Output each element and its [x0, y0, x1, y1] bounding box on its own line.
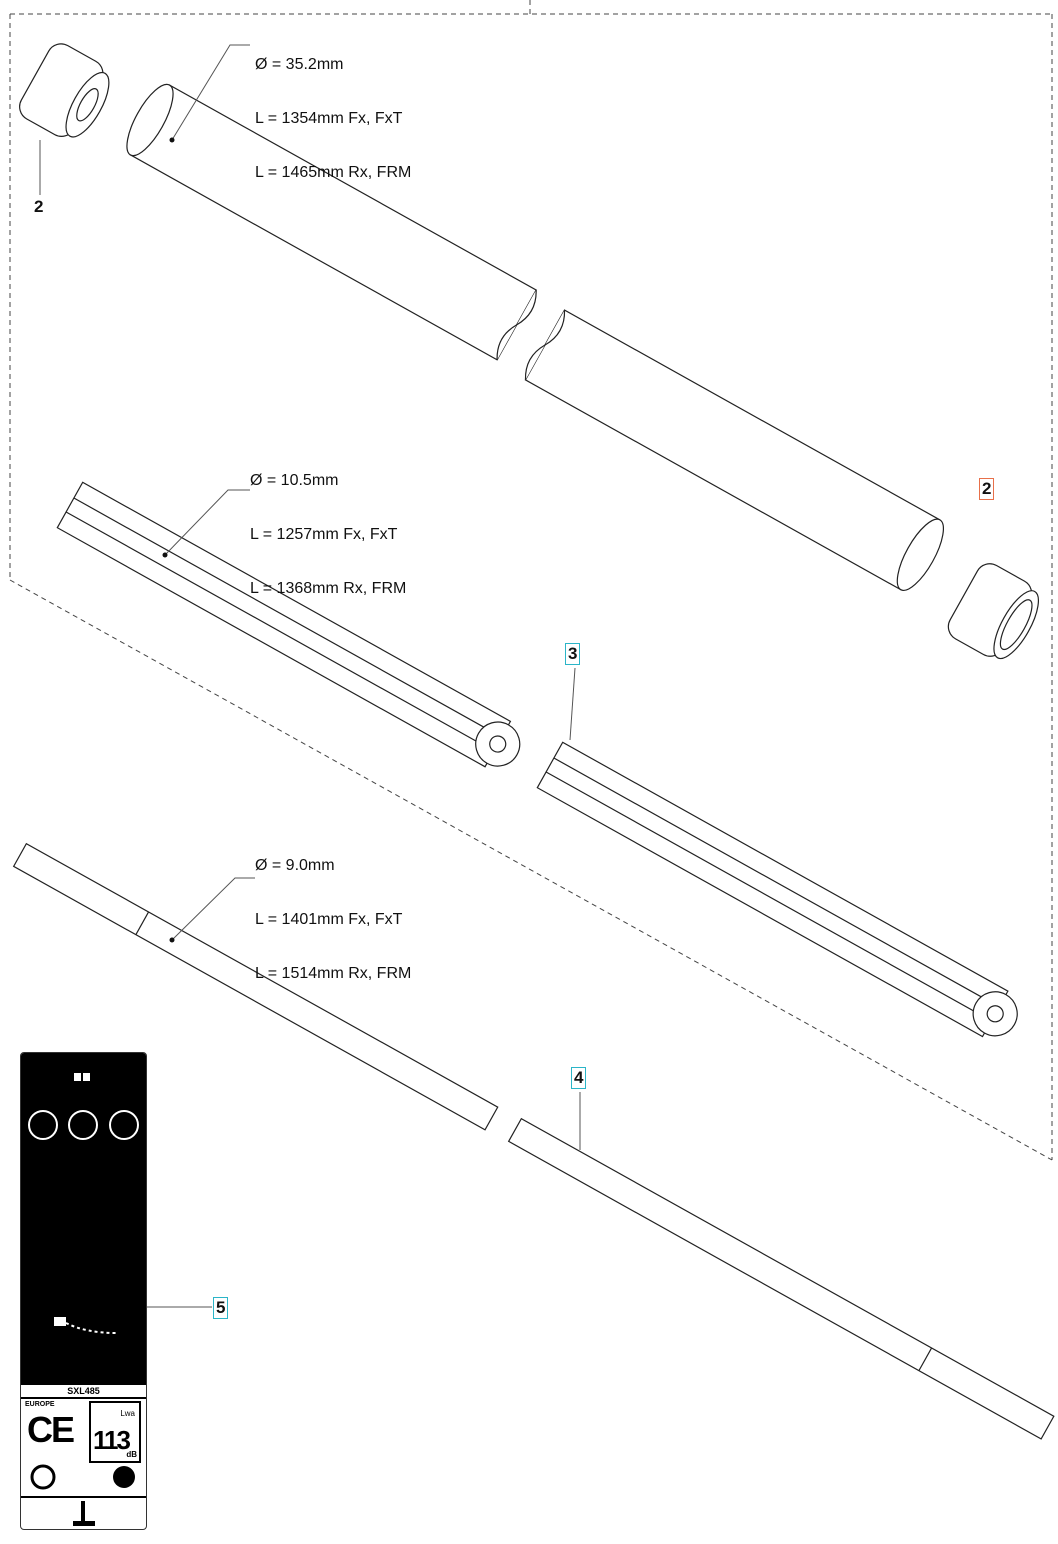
sound-level-value: 113 — [93, 1425, 131, 1455]
gs-mark-icon — [113, 1466, 135, 1488]
manual-icon — [74, 1073, 81, 1081]
drive-tube-part-2 — [536, 741, 1018, 1038]
spec-diameter: Ø = 10.5mm — [250, 472, 339, 489]
callout-2-end-cap[interactable]: 2 — [34, 197, 44, 216]
pct-mark-icon — [30, 1464, 56, 1490]
spec-length-fx: L = 1401mm Fx, FxT — [255, 911, 403, 928]
gloves-icon — [68, 1110, 98, 1140]
sound-level-badge: Lwa 113 dB — [89, 1401, 141, 1463]
warning-icons — [28, 1073, 139, 1334]
shaft-part-2 — [507, 1117, 1055, 1440]
boots-icon — [109, 1110, 139, 1140]
assembly-boundary — [9, 0, 1053, 1161]
spec-diameter: Ø = 9.0mm — [255, 857, 335, 874]
rotation-arrow-icon — [65, 1322, 117, 1334]
spec-length-fx: L = 1354mm Fx, FxT — [255, 110, 403, 127]
callout-2-end-cap-highlight[interactable]: 2 — [979, 478, 995, 500]
spec-diameter: Ø = 35.2mm — [255, 56, 344, 73]
outer-tube-part-2 — [524, 309, 944, 591]
spec-length-rx: L = 1465mm Rx, FRM — [255, 164, 412, 181]
outer-tube-part-1 — [126, 83, 537, 361]
sound-label: Lwa — [120, 1409, 135, 1418]
drive-tube-specs: Ø = 10.5mm L = 1257mm Fx, FxT L = 1368mm… — [250, 436, 406, 616]
callout-4-shaft[interactable]: 4 — [571, 1067, 587, 1089]
callout-5-decal[interactable]: 5 — [213, 1297, 229, 1319]
callout-3-drive-tube[interactable]: 3 — [565, 643, 581, 665]
outer-tube-specs: Ø = 35.2mm L = 1354mm Fx, FxT L = 1465mm… — [255, 20, 411, 200]
drive-tube-part-1 — [56, 481, 521, 768]
decal-warning-panel — [21, 1053, 146, 1385]
shaft-part-1 — [12, 842, 499, 1131]
shaft-specs: Ø = 9.0mm L = 1401mm Fx, FxT L = 1514mm … — [255, 821, 411, 1001]
leader-lines — [39, 44, 581, 1308]
hearing-protection-icon — [28, 1110, 58, 1140]
spec-length-rx: L = 1514mm Rx, FRM — [255, 965, 412, 982]
decal-region: EUROPE — [25, 1401, 55, 1408]
end-cap-top — [19, 43, 110, 138]
sound-level-unit: dB — [126, 1450, 137, 1459]
end-cap-bottom — [947, 563, 1039, 660]
certification-marks — [21, 1464, 146, 1526]
ce-mark-icon: CE — [27, 1409, 75, 1450]
decal-label: SXL485 EUROPE CE Lwa 113 dB — [20, 1052, 147, 1530]
decal-model: SXL485 — [21, 1385, 146, 1399]
spec-length-rx: L = 1368mm Rx, FRM — [250, 580, 407, 597]
arrow-down-icon — [73, 1501, 95, 1526]
spec-length-fx: L = 1257mm Fx, FxT — [250, 526, 398, 543]
